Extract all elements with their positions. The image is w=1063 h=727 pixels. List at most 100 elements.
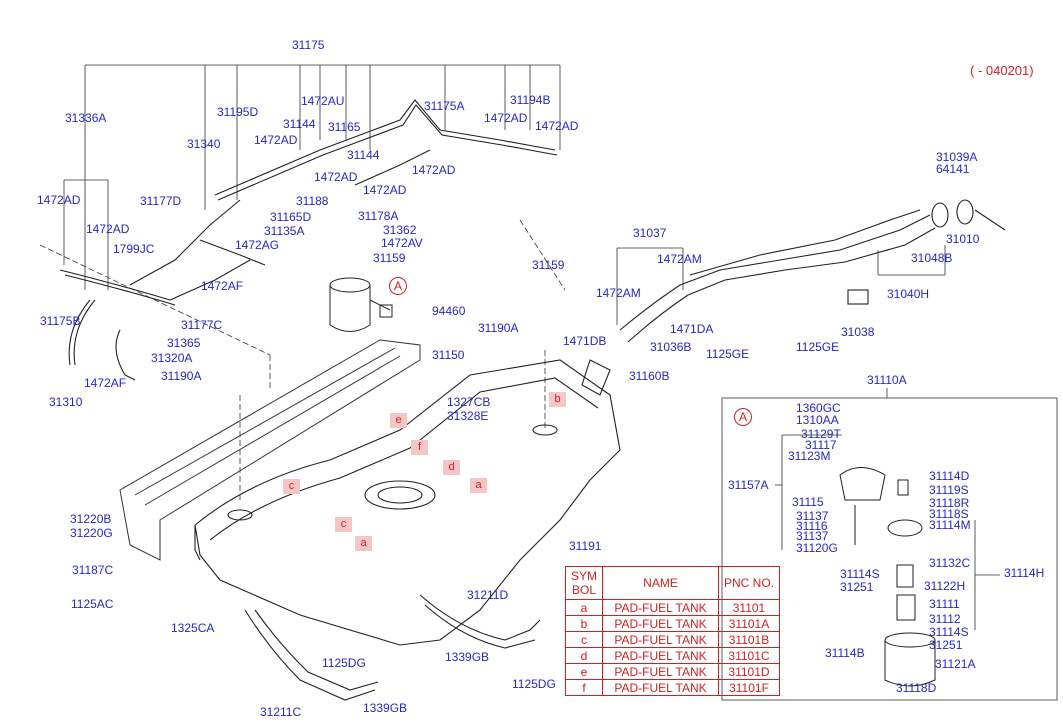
part-1472AG[interactable]: 1472AG <box>235 238 280 252</box>
part-1472AD-h[interactable]: 1472AD <box>86 222 130 236</box>
part-31336A[interactable]: 31336A <box>65 111 107 125</box>
part-94460[interactable]: 94460 <box>432 304 466 318</box>
part-31211D[interactable]: 31211D <box>467 588 509 602</box>
part-31188[interactable]: 31188 <box>296 194 329 208</box>
part-1472AV[interactable]: 1472AV <box>381 236 423 250</box>
part-31114M[interactable]: 31114M <box>929 518 971 532</box>
part-31144-b[interactable]: 31144 <box>347 148 380 162</box>
part-31340[interactable]: 31340 <box>187 137 221 151</box>
part-1125GE-b[interactable]: 1125GE <box>796 340 840 354</box>
part-1799JC[interactable]: 1799JC <box>113 242 155 256</box>
part-31144-a[interactable]: 31144 <box>283 117 316 131</box>
part-31165D[interactable]: 31165D <box>270 210 312 224</box>
part-1472AU[interactable]: 1472AU <box>301 94 345 108</box>
part-31118S[interactable]: 31118S <box>929 507 969 521</box>
part-1472AF-b[interactable]: 1472AF <box>84 376 127 390</box>
part-31036B[interactable]: 31036B <box>650 340 692 354</box>
part-64141[interactable]: 64141 <box>936 162 970 176</box>
part-31175A[interactable]: 31175A <box>424 99 465 113</box>
part-31175B[interactable]: 31175B <box>40 314 81 328</box>
part-31251-a[interactable]: 31251 <box>840 580 874 594</box>
part-31178A[interactable]: 31178A <box>358 209 399 223</box>
part-31121A[interactable]: 31121A <box>935 657 976 671</box>
part-31132C[interactable]: 31132C <box>929 556 971 570</box>
part-1325CA[interactable]: 1325CA <box>171 621 215 635</box>
part-1327CB[interactable]: 1327CB <box>447 395 491 409</box>
part-1339GB-a[interactable]: 1339GB <box>445 650 490 664</box>
part-1310AA[interactable]: 1310AA <box>796 413 839 427</box>
part-31039A[interactable]: 31039A <box>936 150 978 164</box>
part-31123M[interactable]: 31123M <box>788 449 831 463</box>
legend-pnc[interactable]: 31101D <box>718 663 780 680</box>
part-31194B[interactable]: 31194B <box>510 93 551 107</box>
part-31251-b[interactable]: 31251 <box>929 638 963 652</box>
part-1472AD-b[interactable]: 1472AD <box>314 170 358 184</box>
part-31191[interactable]: 31191 <box>569 539 602 553</box>
part-1472AM-b[interactable]: 1472AM <box>596 286 641 300</box>
part-31195D[interactable]: 31195D <box>217 105 259 119</box>
part-31220G[interactable]: 31220G <box>70 526 113 540</box>
part-1472AM-a[interactable]: 1472AM <box>657 252 702 266</box>
legend-pnc[interactable]: 31101B <box>718 631 780 648</box>
part-31114H[interactable]: 31114H <box>1004 566 1045 580</box>
part-31112[interactable]: 31112 <box>929 612 961 626</box>
part-31129T[interactable]: 31129T <box>801 427 841 441</box>
part-31137-a[interactable]: 31137 <box>796 509 829 523</box>
part-1472AD-a[interactable]: 1472AD <box>254 133 298 147</box>
part-31116[interactable]: 31116 <box>796 519 828 533</box>
part-1339GB-b[interactable]: 1339GB <box>363 701 408 715</box>
part-31190A-a[interactable]: 31190A <box>161 369 202 383</box>
part-31120G[interactable]: 31120G <box>796 541 838 555</box>
part-31110A[interactable]: 31110A <box>867 373 907 387</box>
part-31040H[interactable]: 31040H <box>887 287 930 301</box>
part-31220B[interactable]: 31220B <box>70 512 112 526</box>
part-1472AD-f[interactable]: 1472AD <box>535 119 579 133</box>
part-31362[interactable]: 31362 <box>383 223 417 237</box>
part-31159-a[interactable]: 31159 <box>373 251 406 265</box>
part-31159-b[interactable]: 31159 <box>532 258 565 272</box>
part-31175[interactable]: 31175 <box>292 38 325 52</box>
part-1125DG-a[interactable]: 1125DG <box>322 656 366 670</box>
part-31111[interactable]: 31111 <box>929 597 960 611</box>
part-31114D[interactable]: 31114D <box>929 469 970 483</box>
part-1125GE-a[interactable]: 1125GE <box>706 347 750 361</box>
part-31328E[interactable]: 31328E <box>447 409 489 423</box>
part-31150[interactable]: 31150 <box>432 348 465 362</box>
part-1472AD-e[interactable]: 1472AD <box>484 111 528 125</box>
part-31122H[interactable]: 31122H <box>924 579 966 593</box>
part-31190A-b[interactable]: 31190A <box>478 321 519 335</box>
part-31118D[interactable]: 31118D <box>896 681 937 695</box>
part-1125DG-b[interactable]: 1125DG <box>512 677 556 691</box>
part-1472AD-d[interactable]: 1472AD <box>363 183 407 197</box>
part-31119S[interactable]: 31119S <box>929 483 969 497</box>
legend-pnc[interactable]: 31101C <box>718 647 780 664</box>
part-31187C[interactable]: 31187C <box>72 563 114 577</box>
legend-pnc[interactable]: 31101F <box>718 679 780 696</box>
part-31157A[interactable]: 31157A <box>728 478 769 492</box>
part-31135A[interactable]: 31135A <box>264 224 305 238</box>
part-31115[interactable]: 31115 <box>792 495 824 509</box>
part-1472AF-a[interactable]: 1472AF <box>201 279 244 293</box>
part-31165[interactable]: 31165 <box>328 120 361 134</box>
part-31177C[interactable]: 31177C <box>181 318 223 332</box>
part-31037[interactable]: 31037 <box>633 226 667 240</box>
part-31177D[interactable]: 31177D <box>140 194 182 208</box>
legend-pnc[interactable]: 31101 <box>718 599 780 616</box>
part-31211C[interactable]: 31211C <box>260 705 302 719</box>
part-31010[interactable]: 31010 <box>946 232 980 246</box>
part-31114S-a[interactable]: 31114S <box>840 567 880 581</box>
part-31310[interactable]: 31310 <box>49 395 83 409</box>
part-1472AD-c[interactable]: 1472AD <box>412 163 456 177</box>
part-31118R[interactable]: 31118R <box>929 496 970 510</box>
part-1471DA[interactable]: 1471DA <box>670 322 714 336</box>
part-31160B[interactable]: 31160B <box>629 369 670 383</box>
part-31137-b[interactable]: 31137 <box>796 529 829 543</box>
part-1471DB[interactable]: 1471DB <box>563 334 607 348</box>
part-1360GC[interactable]: 1360GC <box>796 401 841 415</box>
part-31117[interactable]: 31117 <box>805 438 837 452</box>
legend-pnc[interactable]: 31101A <box>718 615 780 632</box>
part-31320A[interactable]: 31320A <box>151 351 193 365</box>
part-1125AC[interactable]: 1125AC <box>71 597 114 611</box>
part-1472AD-g[interactable]: 1472AD <box>37 193 81 207</box>
part-31114B[interactable]: 31114B <box>825 646 865 660</box>
